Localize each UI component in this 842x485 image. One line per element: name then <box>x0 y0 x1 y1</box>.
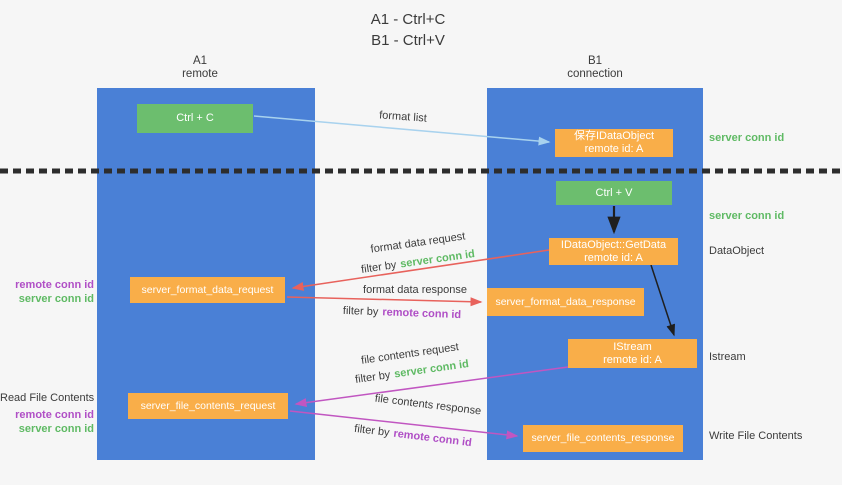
node-istream: IStream remote id: A <box>568 339 697 368</box>
node-getdata-title: IDataObject::GetData <box>560 238 667 251</box>
annotation-remote-conn-id-1: remote conn id <box>15 279 94 291</box>
edge-label-format-response-filter: filter by remote conn id <box>343 305 462 321</box>
edge-label-format-list: format list <box>378 109 428 125</box>
node-ctrl-v: Ctrl + V <box>556 181 672 205</box>
node-save-idataobject: 保存IDataObject remote id: A <box>555 129 673 157</box>
node-idataobject-getdata: IDataObject::GetData remote id: A <box>549 238 678 265</box>
annotation-server-conn-id-mid: server conn id <box>709 210 785 222</box>
edge-label-format-data-response: format data response <box>363 284 467 296</box>
filter-value-remote-conn-id: remote conn id <box>392 427 473 450</box>
node-server-file-contents-response: server_file_contents_response <box>523 425 683 452</box>
lane-b1-name: B1 <box>587 55 603 67</box>
node-server-format-data-response: server_format_data_response <box>487 288 644 316</box>
annotation-read-file-contents: Read File Contents <box>0 392 95 404</box>
annotation-remote-conn-id-2: remote conn id <box>15 409 94 421</box>
lane-a1-name: A1 <box>192 55 208 67</box>
filter-value-server-conn-id: server conn id <box>399 248 476 271</box>
title-line-1: A1 - Ctrl+C <box>370 11 446 28</box>
annotation-server-conn-id-2: server conn id <box>18 423 94 435</box>
annotation-istream: Istream <box>709 351 746 363</box>
filter-value-server-conn-id: server conn id <box>393 358 470 381</box>
node-ctrl-c: Ctrl + C <box>137 104 253 133</box>
node-server-file-contents-request: server_file_contents_request <box>128 393 288 419</box>
filter-by-text: filter by <box>354 369 392 386</box>
title-line-2: B1 - Ctrl+V <box>371 32 445 49</box>
annotation-write-file-contents: Write File Contents <box>709 430 803 442</box>
node-getdata-remote-id: remote id: A <box>584 251 643 264</box>
lane-header-a1: A1 remote <box>182 55 218 81</box>
edge-label-file-response-filter: filter by remote conn id <box>354 423 473 449</box>
lane-b1-role: connection <box>567 68 623 80</box>
edge-format-data-response <box>286 296 483 307</box>
annotation-server-conn-id-1: server conn id <box>18 293 94 305</box>
lane-header-b1: B1 connection <box>567 55 623 81</box>
node-save-idataobject-remote-id: remote id: A <box>584 143 644 155</box>
filter-by-text: filter by <box>342 304 379 319</box>
node-server-format-data-request: server_format_data_request <box>130 277 285 303</box>
filter-by-text: filter by <box>360 259 398 276</box>
filter-by-text: filter by <box>353 422 391 440</box>
node-save-idataobject-title: 保存IDataObject <box>573 130 655 142</box>
annotation-server-conn-id-top: server conn id <box>709 132 785 144</box>
annotation-dataobject: DataObject <box>709 245 765 257</box>
node-istream-remote-id: remote id: A <box>603 353 662 366</box>
node-istream-title: IStream <box>613 340 652 353</box>
filter-value-remote-conn-id: remote conn id <box>382 306 462 322</box>
edge-label-file-contents-response: file contents response <box>374 392 482 418</box>
diagram-title: A1 - Ctrl+C B1 - Ctrl+V <box>371 9 446 51</box>
lane-a1-role: remote <box>182 68 218 80</box>
